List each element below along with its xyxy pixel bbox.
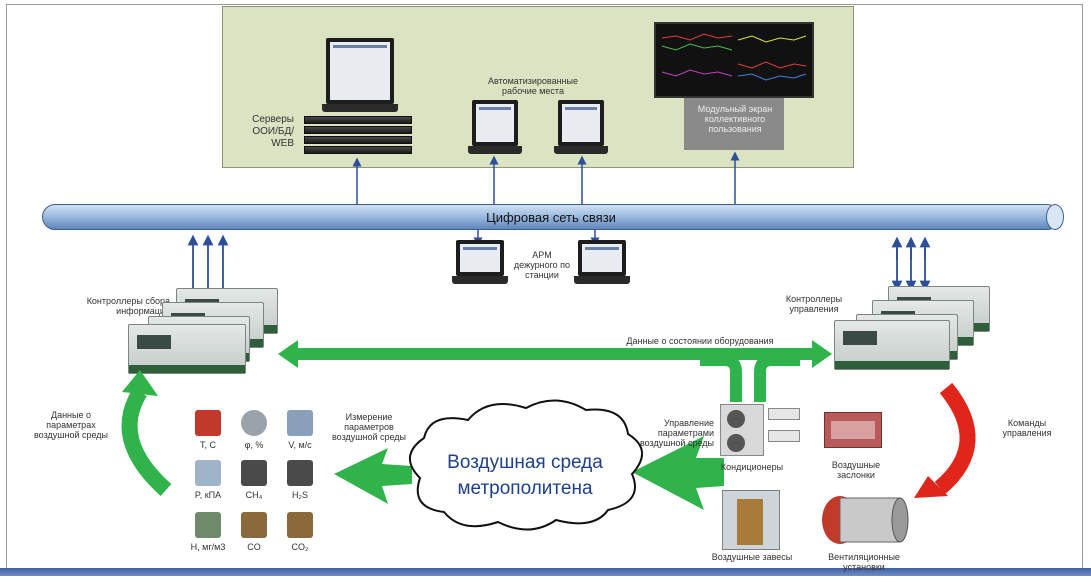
sensor-label: CH₄ xyxy=(245,490,263,500)
bus-label: Цифровая сеть связи xyxy=(486,210,616,225)
damper-unit xyxy=(824,412,882,448)
sensor-label: CO₂ xyxy=(291,542,309,552)
measurement-label: Измерение параметров воздушной среды xyxy=(331,412,407,442)
control-controllers-label: Контроллеры управления xyxy=(785,294,843,314)
workstations-label: Автоматизированные рабочие места xyxy=(487,76,579,96)
pressure-sensor-icon xyxy=(195,460,221,486)
conditioner-up-arrow xyxy=(700,354,742,402)
duty-laptop-left xyxy=(452,240,508,284)
conditioner-up-arrow-right xyxy=(754,354,800,402)
gas-sensor-icon xyxy=(241,460,267,486)
sensor-label: P, кПА xyxy=(194,490,222,500)
cloud-line2: метрополитена xyxy=(457,478,593,499)
collective-screen xyxy=(654,22,814,98)
air-params-data-label: Данные о параметрах воздушной среды xyxy=(33,410,109,440)
conditioners-label: Кондиционеры xyxy=(720,462,784,472)
dust-sensor-icon xyxy=(195,512,221,538)
servers-label: Серверы ООИ/БД/ WEB xyxy=(252,114,294,149)
workstation-laptop-2 xyxy=(554,100,608,154)
sensor-label: V, м/с xyxy=(288,440,312,450)
sensor-label: H, мг/м3 xyxy=(190,542,226,552)
gas-sensor-icon xyxy=(241,512,267,538)
server-rack xyxy=(304,126,412,134)
conditioner-indoor xyxy=(768,408,800,420)
gas-sensor-icon xyxy=(287,512,313,538)
control-arrow xyxy=(632,436,724,510)
screen-stand xyxy=(684,98,784,150)
commands-curve-arrow xyxy=(934,382,976,495)
screen-graphs xyxy=(661,33,807,81)
air-cloud xyxy=(409,399,643,531)
thermometer-icon xyxy=(195,410,221,436)
server-rack xyxy=(304,146,412,154)
sensor-label: CO xyxy=(247,542,261,552)
server-laptop xyxy=(322,38,398,112)
ventilation-label: Вентиляционные установки xyxy=(828,552,900,572)
dampers-label: Воздушные заслонки xyxy=(831,460,881,480)
conditioner-indoor xyxy=(768,430,800,442)
air-data-curve-arrow xyxy=(121,387,172,496)
workstation-laptop-1 xyxy=(468,100,522,154)
info-controllers-label: Контроллеры сбора информации xyxy=(86,296,170,316)
equipment-state-label: Данные о состоянии оборудования xyxy=(626,336,774,346)
duty-laptop-right xyxy=(574,240,630,284)
bottom-bar xyxy=(0,568,1091,576)
anemometer-icon xyxy=(287,410,313,436)
sensor-label: T, C xyxy=(199,440,216,450)
server-rack xyxy=(304,136,412,144)
screen-label: Модульный экран коллективного пользовани… xyxy=(697,104,773,134)
cloud-line1: Воздушная среда xyxy=(447,452,603,473)
duty-station-label: АРМ дежурного по станции xyxy=(513,250,571,280)
digital-network-bus: Цифровая сеть связи xyxy=(42,204,1060,230)
curtains-label: Воздушные завесы xyxy=(711,552,793,562)
bus-end-cap xyxy=(1046,204,1064,230)
commands-label: Команды управления xyxy=(1002,418,1052,438)
hygrometer-icon xyxy=(241,410,267,436)
info-controller xyxy=(128,324,246,374)
conditioner-unit xyxy=(720,404,764,456)
sensor-label: H₂S xyxy=(292,490,308,500)
control-params-label: Управление параметрами воздушной среды xyxy=(639,418,714,448)
measurement-arrow xyxy=(334,448,412,504)
server-rack xyxy=(304,116,412,124)
equipment-state-arrow xyxy=(278,340,832,368)
control-controller xyxy=(834,320,950,370)
sensor-label: φ, % xyxy=(244,440,264,450)
gas-sensor-icon xyxy=(287,460,313,486)
air-curtain-unit xyxy=(722,490,780,550)
ventilation-unit xyxy=(818,488,910,548)
